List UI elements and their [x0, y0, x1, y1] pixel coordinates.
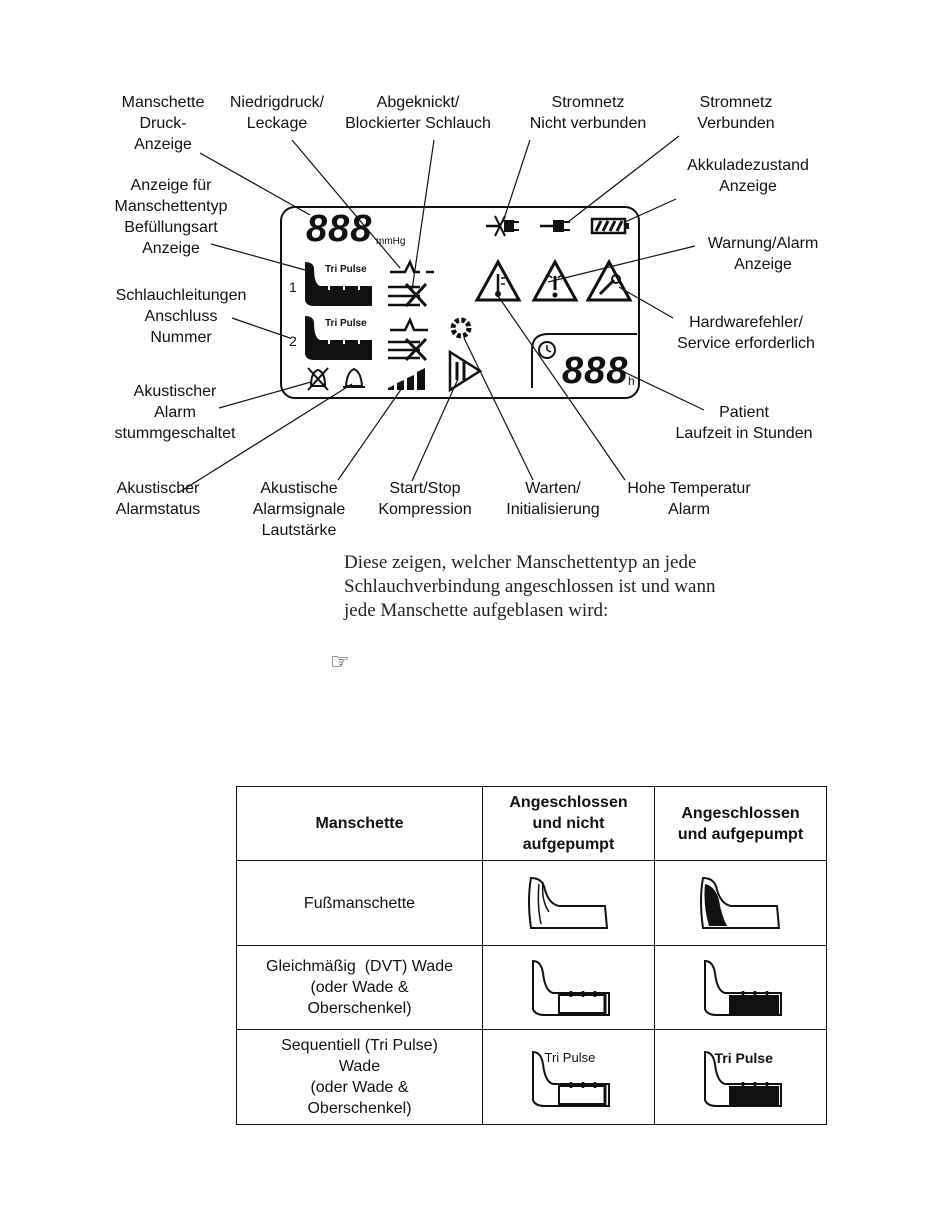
- hours-unit: h: [628, 374, 635, 388]
- label-warning-alarm: Warnung/Alarm Anzeige: [707, 235, 819, 273]
- row-name-sequential: Sequentiell (Tri Pulse) Wade (oder Wade …: [236, 1029, 483, 1125]
- foot-cuff-inflated-icon: [654, 860, 827, 946]
- sequential-cuff-inflated-icon: Tri Pulse: [654, 1029, 827, 1125]
- label-alarm-volume: Akustische Alarmsignale Lautstärke: [252, 480, 346, 539]
- port1-cuff-icon: [305, 262, 372, 306]
- label-mains-disconnected: Stromnetz Nicht verbunden: [529, 94, 647, 132]
- label-start-stop: Start/Stop Kompression: [378, 480, 472, 518]
- header-connected-deflated: Angeschlossen und nicht aufgepumpt: [482, 786, 655, 861]
- lcd-diagram: [177, 135, 705, 494]
- label-tubing-port: Schlauchleitungen Anschluss Nummer: [115, 287, 247, 346]
- table-row: Gleichmäßig (DVT) Wade (oder Wade & Ober…: [236, 945, 827, 1030]
- row-name-calf: Gleichmäßig (DVT) Wade (oder Wade & Ober…: [236, 945, 483, 1030]
- table-header-row: Manschette Angeschlossen und nicht aufge…: [236, 786, 827, 861]
- power-disconnected-icon: [486, 215, 519, 237]
- port2-number: 2: [289, 333, 297, 349]
- label-waiting: Warten/ Initialisierung: [506, 480, 600, 518]
- muted-alarm-icon: [307, 367, 329, 391]
- low-pressure-icon: [390, 258, 434, 332]
- start-stop-icon: [448, 349, 483, 393]
- pressure-digits: 888: [306, 208, 373, 250]
- tri-pulse-label: Tri Pulse: [714, 1050, 773, 1066]
- label-alarm-muted: Akustischer Alarm stummgeschaltet: [114, 383, 236, 442]
- foot-cuff-deflated-icon: [482, 860, 655, 946]
- label-battery: Akkuladezustand Anzeige: [687, 157, 809, 195]
- label-alarm-status: Akustischer Alarmstatus: [115, 480, 201, 518]
- pressure-unit: mmHg: [376, 236, 406, 247]
- hours-digits: 888: [562, 350, 629, 392]
- waiting-icon: [450, 317, 472, 339]
- header-cuff: Manschette: [236, 786, 483, 861]
- warning-alarm-icon: [531, 258, 579, 302]
- lcd-frame: [280, 206, 640, 399]
- label-high-temperature: Hohe Temperatur Alarm: [627, 480, 751, 518]
- battery-icon: [590, 217, 629, 235]
- volume-bars-icon: [388, 368, 425, 390]
- port2-cuff-icon: [305, 316, 372, 360]
- alarm-bell-icon: [343, 367, 365, 388]
- service-wrench-icon: [585, 258, 633, 302]
- table-row: Fußmanschette: [236, 860, 827, 946]
- label-kinked-tube: Abgeknickt/ Blockierter Schlauch: [345, 94, 491, 132]
- power-connected-icon: [540, 220, 570, 232]
- cuff-table: Manschette Angeschlossen und nicht aufge…: [236, 786, 827, 1125]
- port1-number: 1: [289, 279, 297, 295]
- leader-lines: [177, 135, 705, 494]
- label-hardware-service: Hardwarefehler/ Service erforderlich: [677, 314, 815, 352]
- port2-tri-pulse-label: Tri Pulse: [325, 318, 367, 329]
- calf-cuff-deflated-icon: [482, 945, 655, 1030]
- blocked-tube-icon: [388, 282, 428, 362]
- paragraph-line: Diese zeigen, welcher Manschettentyp an …: [344, 552, 697, 573]
- calf-cuff-inflated-icon: [654, 945, 827, 1030]
- header-connected-inflated: Angeschlossen und aufgepumpt: [654, 786, 827, 861]
- row-name-foot: Fußmanschette: [236, 860, 483, 946]
- label-runtime: Patient Laufzeit in Stunden: [675, 404, 813, 442]
- paragraph-line: jede Manschette aufgeblasen wird:: [344, 600, 609, 621]
- label-cuff-type: Anzeige für Manschettentyp Befüllungsart…: [114, 177, 228, 257]
- runtime-box: [531, 333, 637, 388]
- table-row: Sequentiell (Tri Pulse) Wade (oder Wade …: [236, 1029, 827, 1125]
- tri-pulse-label: Tri Pulse: [544, 1050, 596, 1065]
- description-paragraph: Diese zeigen, welcher Manschettentyp an …: [344, 551, 824, 623]
- paragraph-line: Schlauchverbindung angeschlossen ist und…: [344, 576, 716, 597]
- label-mains-connected: Stromnetz Verbunden: [697, 94, 775, 132]
- label-low-pressure: Niedrigdruck/ Leckage: [229, 94, 325, 132]
- high-temperature-icon: [474, 258, 522, 302]
- pointing-hand-icon: ☞: [330, 650, 350, 675]
- port1-tri-pulse-label: Tri Pulse: [325, 264, 367, 275]
- sequential-cuff-deflated-icon: Tri Pulse: [482, 1029, 655, 1125]
- label-cuff-pressure: Manschette Druck- Anzeige: [121, 94, 205, 153]
